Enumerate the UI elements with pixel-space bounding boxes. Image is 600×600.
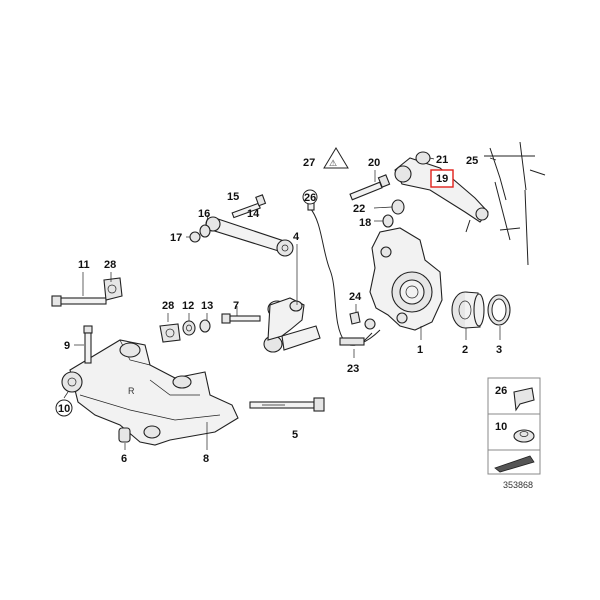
- part-14-arm: [203, 216, 294, 257]
- label-1: 1: [417, 344, 423, 356]
- part-11-bolt: [51, 295, 107, 307]
- part-17-nut: [189, 231, 201, 243]
- svg-text:R: R: [128, 386, 135, 396]
- label-10: 10: [58, 403, 70, 415]
- label-20: 20: [368, 157, 380, 169]
- label-26: 26: [304, 192, 316, 204]
- part-16-washer: [199, 224, 211, 238]
- label-25: 25: [466, 155, 478, 167]
- legend-panel: 26 10: [487, 377, 541, 475]
- part-5-bolt: [249, 397, 325, 412]
- label-7: 7: [233, 300, 239, 312]
- label-8: 8: [203, 453, 209, 465]
- part-9-bolt: [83, 325, 93, 364]
- part-2-hub-bearing: [451, 291, 485, 329]
- label-23: 23: [347, 363, 359, 375]
- label-26-circle: [302, 189, 318, 205]
- part-1-wheel-carrier: [369, 227, 443, 331]
- label-28-mid: 28: [162, 300, 174, 312]
- legend-clip-icon: [513, 387, 535, 412]
- label-5: 5: [292, 429, 298, 441]
- svg-text:⚠: ⚠: [329, 158, 337, 168]
- part-25-bracket: [484, 141, 546, 266]
- part-21-bushing: [415, 151, 431, 165]
- leader-lines: [63, 157, 501, 450]
- legend-label-26: 26: [495, 385, 507, 397]
- reference-number: 353868: [503, 480, 533, 490]
- callout-labels: 11 28 9 8 6 28 12 13 7 4 5 15 16 14 17 2…: [55, 154, 502, 465]
- part-22-nut: [391, 199, 405, 215]
- label-15: 15: [227, 191, 239, 203]
- label-19: 19: [436, 173, 448, 185]
- part-28-bracket-left: [103, 277, 123, 301]
- label-13: 13: [201, 300, 213, 312]
- label-10-circle: [55, 399, 73, 417]
- legend-arrow-icon: [494, 455, 535, 473]
- part-7-bolt: [221, 313, 261, 324]
- part-12-washer: [182, 320, 196, 336]
- label-2: 2: [462, 344, 468, 356]
- part-3-ring: [487, 294, 511, 326]
- part-24-clip: [349, 311, 376, 330]
- label-18: 18: [359, 217, 371, 229]
- legend-label-10: 10: [495, 421, 507, 433]
- label-24: 24: [349, 291, 362, 303]
- label-21: 21: [436, 154, 448, 166]
- label-16: 16: [198, 208, 210, 220]
- part-20-bolt: [349, 174, 391, 201]
- part-23-sensor: [307, 199, 381, 346]
- label-12: 12: [182, 300, 194, 312]
- label-22: 22: [353, 203, 365, 215]
- label-14: 14: [247, 208, 260, 220]
- label-17: 17: [170, 232, 182, 244]
- part-6-bushing: [118, 427, 131, 443]
- label-9: 9: [64, 340, 70, 352]
- label-27: 27: [303, 157, 315, 169]
- label-11: 11: [78, 259, 90, 271]
- label-3: 3: [496, 344, 502, 356]
- part-27-warning-triangle: ⚠: [323, 147, 349, 169]
- label-28-left: 28: [104, 259, 116, 271]
- label-6: 6: [121, 453, 127, 465]
- part-19-upper-arm: [394, 157, 489, 233]
- label-4: 4: [293, 231, 300, 243]
- part-15-bolt: [231, 194, 267, 219]
- legend-bushing-icon: [513, 429, 535, 443]
- part-18-washer: [382, 214, 394, 228]
- highlight-box-19: [430, 169, 454, 188]
- subframe: R: [61, 339, 239, 446]
- part-28-bracket-mid: [159, 323, 181, 343]
- part-13-nut: [199, 319, 211, 333]
- part-4-control-arm: [263, 297, 321, 353]
